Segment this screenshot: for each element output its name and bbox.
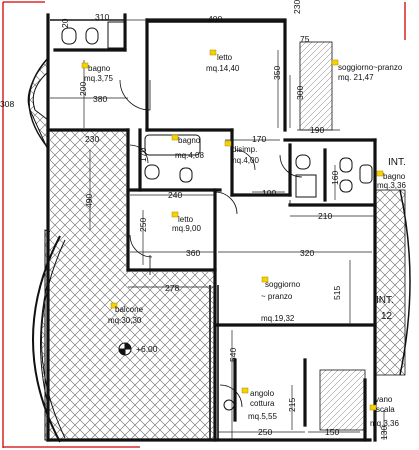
int-label-mid: INT. — [376, 295, 394, 306]
stair-top — [299, 41, 333, 131]
room-bagno-2-area: mq.4,08 — [175, 151, 204, 160]
room-soggiorno-2-name2: ~ pranzo — [261, 292, 293, 301]
room-soggiorno-2-area: mq.19,32 — [261, 314, 295, 323]
wc-icon-3 — [295, 154, 311, 170]
right-hatch-strip — [374, 189, 406, 376]
dim-240: 240 — [168, 190, 182, 200]
room-disimp-area: mq.4,00 — [230, 156, 259, 165]
dim-230a: 230 — [292, 0, 302, 14]
room-soggiorno-1-name: soggiorno~pranzo — [338, 63, 403, 72]
dim-320: 320 — [300, 248, 314, 258]
room-soggiorno-1-area: mq. 21,47 — [338, 73, 374, 82]
dim-400: 400 — [208, 14, 222, 24]
dim-210: 210 — [318, 211, 332, 221]
dim-150: 150 — [325, 427, 339, 437]
dim-540: 540 — [228, 348, 238, 362]
room-bagno-1-name: bagno — [88, 64, 111, 73]
balcony-hatch-center — [48, 232, 215, 440]
balcony-hatch-upper — [50, 130, 128, 232]
dim-380: 380 — [93, 94, 107, 104]
dim-130: 130 — [379, 426, 389, 440]
dim-170a: 170 — [252, 134, 266, 144]
room-bagno-3-area: mq.3,36 — [377, 181, 406, 190]
room-tags — [81, 49, 384, 411]
dim-170b: 170 — [138, 148, 148, 162]
dim-310: 310 — [95, 12, 109, 22]
room-disimp-name: disimp. — [232, 145, 257, 154]
bidet-icon-2 — [339, 179, 353, 193]
dim-190: 190 — [310, 125, 324, 135]
room-letto-1-area: mq.14,40 — [206, 64, 240, 73]
int-label-top: INT. — [388, 157, 406, 168]
room-bagno-3-name: bagno — [383, 172, 406, 181]
stair-bottom — [319, 369, 366, 431]
room-balcone-area: mq.30,30 — [108, 316, 142, 325]
bay-window-curve — [28, 57, 49, 149]
dim-160: 160 — [330, 171, 340, 185]
dim-515: 515 — [332, 286, 342, 300]
dim-215: 215 — [287, 398, 297, 412]
room-letto-2-area: mq.9,00 — [172, 224, 201, 233]
room-letto-2-name: letto — [178, 215, 194, 224]
bidet-icon — [85, 27, 99, 45]
room-vano-name2: scala — [376, 405, 395, 414]
elevation-marker — [118, 342, 132, 356]
dim-250b: 250 — [258, 427, 272, 437]
dim-308: 308 — [0, 99, 14, 109]
room-angolo-name: angolo — [250, 389, 275, 398]
sink-icon-2 — [359, 164, 373, 184]
dim-250a: 250 — [138, 218, 148, 232]
shower-icon — [107, 21, 125, 49]
wc-icon-4 — [339, 157, 353, 173]
room-bagno-2-name: bagno — [178, 136, 201, 145]
right-curve — [399, 189, 411, 376]
balcony-curve-inner — [41, 239, 66, 439]
dim-350: 350 — [272, 66, 282, 80]
dim-230b: 230 — [85, 134, 99, 144]
dimension-lines — [50, 19, 385, 440]
dim-75: 75 — [300, 34, 310, 44]
sink-icon — [144, 164, 160, 180]
stove-icon — [223, 399, 235, 411]
int-label-mid-number: 12 — [381, 311, 393, 322]
fixtures — [61, 21, 373, 411]
room-vano-name: vano — [375, 395, 393, 404]
room-vano-area: mq.3,36 — [370, 419, 399, 428]
red-border — [2, 1, 406, 448]
dim-278: 278 — [165, 283, 179, 293]
room-soggiorno-2-name: soggiorno — [265, 280, 301, 289]
shower-icon-2 — [295, 174, 317, 198]
dim-200: 200 — [78, 82, 88, 96]
room-bagno-1-area: mq.3,75 — [84, 74, 113, 83]
walls — [46, 13, 377, 442]
wc-icon — [61, 27, 77, 45]
room-angolo-name2: cottura — [250, 399, 275, 408]
elevation-label: +6.00 — [136, 344, 158, 354]
dim-360: 360 — [186, 248, 200, 258]
dim-100: 100 — [262, 188, 276, 198]
room-angolo-area: mq.5,55 — [248, 412, 277, 421]
dim-490: 490 — [84, 194, 94, 208]
dim-20: 20 — [60, 18, 70, 28]
room-balcone-name: balcone — [115, 305, 144, 314]
room-letto-1-name: letto — [217, 53, 233, 62]
doors — [119, 79, 303, 408]
wc-icon-2 — [179, 167, 193, 183]
dim-300: 300 — [295, 86, 305, 100]
